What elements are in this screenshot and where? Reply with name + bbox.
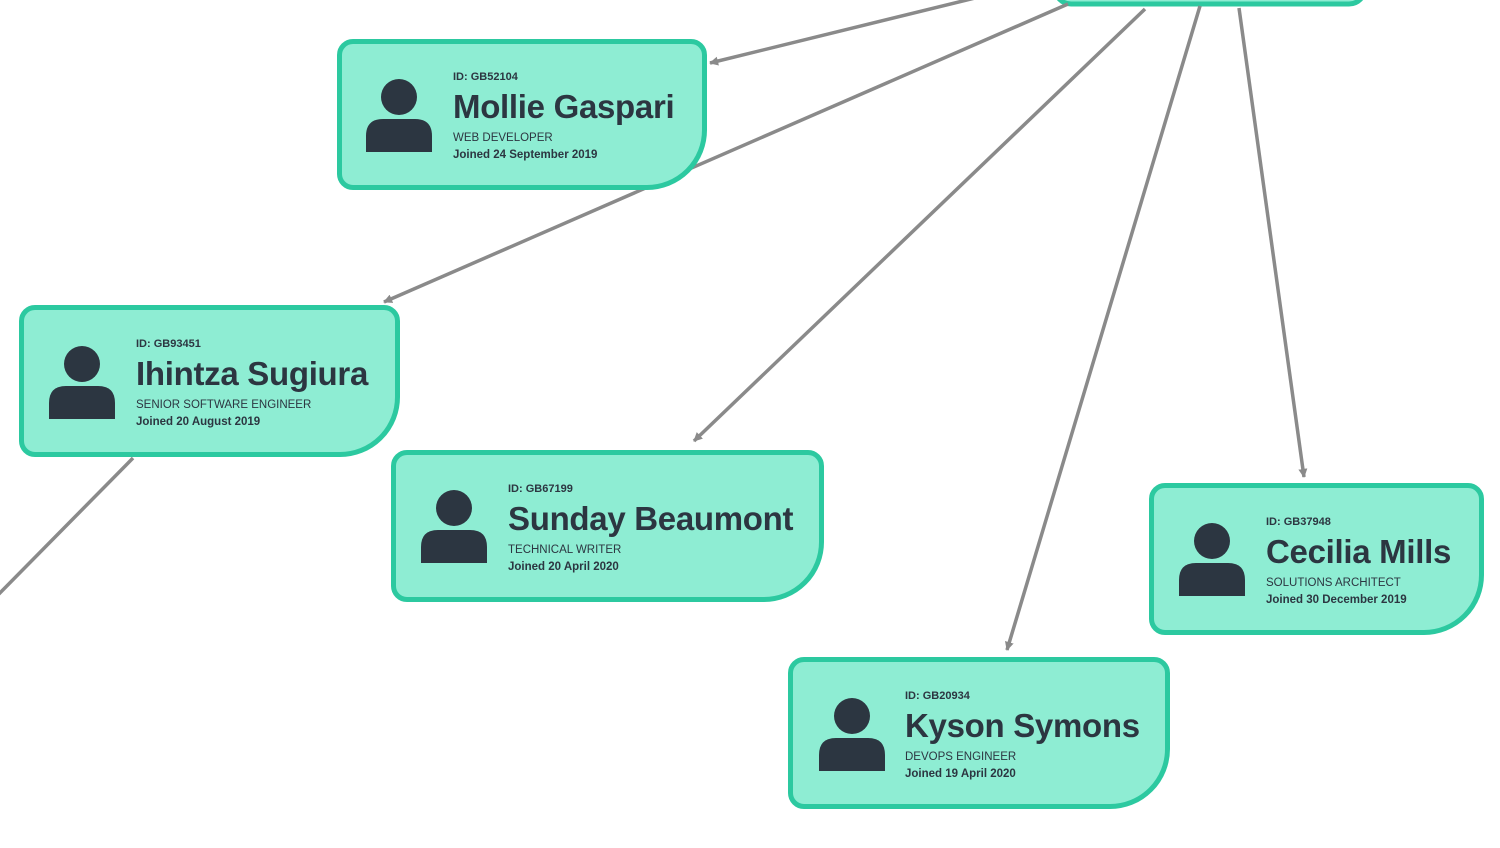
user-icon [819, 698, 885, 771]
employee-joined-date: Joined 30 December 2019 [1266, 594, 1407, 606]
employee-role: DEVOPS ENGINEER [905, 751, 1017, 763]
employee-id: ID: GB20934 [905, 690, 970, 702]
employee-role: SENIOR SOFTWARE ENGINEER [136, 399, 312, 411]
employee-role: SOLUTIONS ARCHITECT [1266, 577, 1401, 589]
employee-id: ID: GB67199 [508, 483, 573, 495]
edge-parent-to-kyson [1005, 5, 1202, 651]
employee-id: ID: GB52104 [453, 71, 518, 83]
employee-joined-date: Joined 24 September 2019 [453, 149, 598, 161]
employee-name: Kyson Symons [905, 707, 1140, 744]
employee-joined-date: Joined 19 April 2020 [905, 768, 1016, 780]
employee-role: TECHNICAL WRITER [508, 544, 622, 556]
parent-node-partial[interactable] [1055, 0, 1365, 7]
edge-parent-to-cecilia [1237, 7, 1308, 478]
user-icon [421, 490, 487, 563]
edge-ihintza-to-offscreen [0, 456, 135, 596]
user-icon [1179, 523, 1245, 596]
edge-parent-to-sunday [692, 7, 1147, 443]
user-icon [49, 346, 115, 419]
edge-parent-to-mollie [709, 0, 975, 66]
employee-id: ID: GB37948 [1266, 516, 1331, 528]
employee-name: Cecilia Mills [1266, 533, 1452, 570]
employee-card-ihintza-sugiura[interactable]: ID: GB93451 Ihintza Sugiura SENIOR SOFTW… [19, 305, 400, 457]
edge-parent-to-ihintza [383, 2, 1069, 304]
employee-card-cecilia-mills[interactable]: ID: GB37948 Cecilia Mills SOLUTIONS ARCH… [1149, 483, 1484, 635]
employee-joined-date: Joined 20 August 2019 [136, 416, 261, 428]
employee-card-sunday-beaumont[interactable]: ID: GB67199 Sunday Beaumont TECHNICAL WR… [391, 450, 824, 602]
employee-role: WEB DEVELOPER [453, 132, 553, 144]
user-icon [366, 79, 432, 152]
employee-name: Mollie Gaspari [453, 88, 675, 125]
employee-name: Ihintza Sugiura [136, 355, 369, 392]
employee-id: ID: GB93451 [136, 338, 201, 350]
employee-card-mollie-gaspari[interactable]: ID: GB52104 Mollie Gaspari WEB DEVELOPER… [337, 39, 707, 190]
employee-name: Sunday Beaumont [508, 500, 794, 537]
employee-card-kyson-symons[interactable]: ID: GB20934 Kyson Symons DEVOPS ENGINEER… [788, 657, 1170, 809]
employee-joined-date: Joined 20 April 2020 [508, 561, 619, 573]
